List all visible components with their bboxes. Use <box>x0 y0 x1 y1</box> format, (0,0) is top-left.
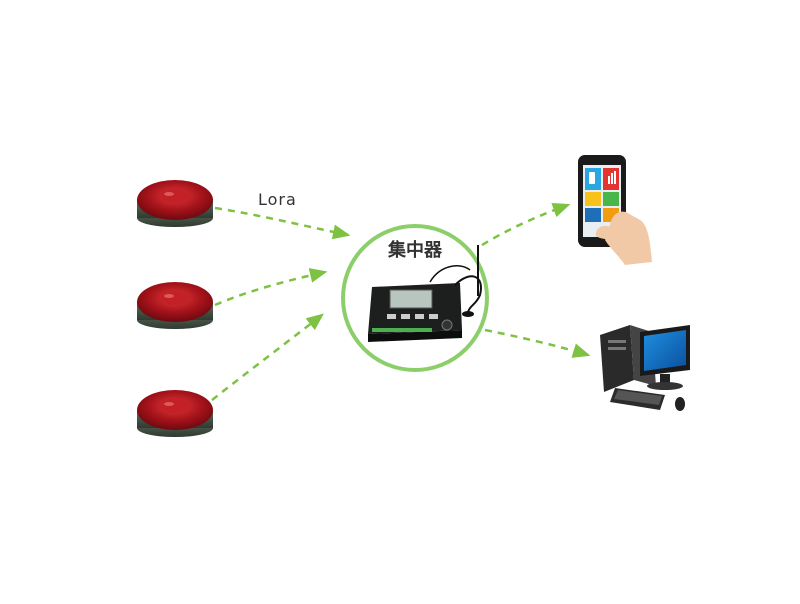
concentrator-device-icon <box>368 245 482 342</box>
hub-label: 集中器 <box>388 240 442 261</box>
sensor-node-2 <box>137 282 213 329</box>
arrow-hub-to-phone <box>481 202 571 247</box>
sensor-node-3 <box>137 390 213 437</box>
arrow-sensor1-to-hub <box>214 206 351 240</box>
smartphone-icon <box>578 155 652 265</box>
arrow-sensor2-to-hub <box>214 268 328 307</box>
desktop-computer-icon <box>600 325 690 411</box>
link-label-lora: Lora <box>258 190 297 209</box>
arrow-hub-to-computer <box>484 328 591 358</box>
arrow-sensor3-to-hub <box>211 313 324 401</box>
sensor-node-1 <box>137 180 213 227</box>
